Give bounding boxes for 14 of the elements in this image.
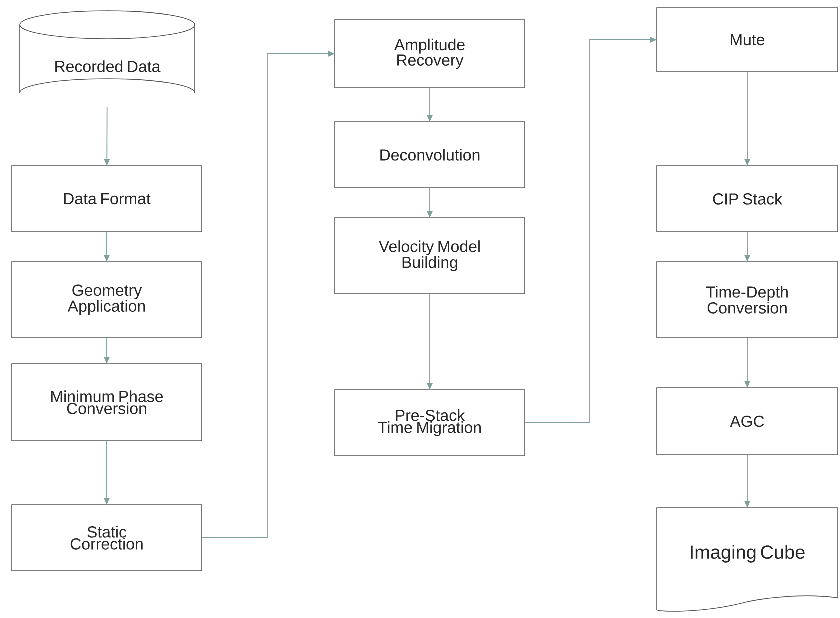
process-box: Minimum Phase Conversion <box>12 364 202 442</box>
process-box: Geometry Application <box>12 262 202 338</box>
database-cylinder: Recorded Data <box>20 10 196 94</box>
process-box: Pre-Stack Time Migration <box>334 390 526 456</box>
process-box: Amplitude Recovery <box>334 20 526 88</box>
node-label: Recorded Data <box>56 60 161 72</box>
process-box: Mute <box>656 8 838 72</box>
process-box: CIP Stack <box>656 166 838 232</box>
process-box: Data Format <box>12 166 202 232</box>
process-box: Velocity Model Building <box>334 218 526 294</box>
process-box: AGC <box>656 388 838 456</box>
process-box: Static Correction <box>12 504 202 572</box>
process-box: Deconvolution <box>334 122 526 188</box>
process-box: Time-Depth Conversion <box>656 262 838 338</box>
